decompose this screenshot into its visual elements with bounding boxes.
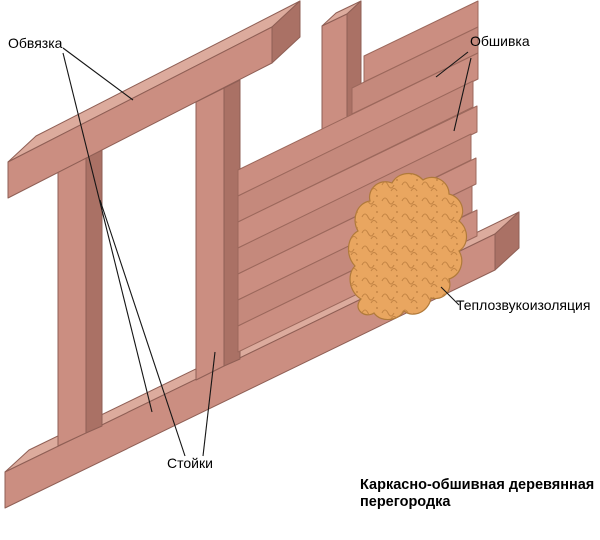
sheathing-board [237, 80, 474, 223]
sheathing-board [237, 52, 479, 197]
sheathing-leader-line-bottom [453, 57, 472, 132]
framing-leader-line-top [62, 47, 134, 101]
left-stud-side-face [85, 149, 103, 434]
top-plate-top-face [7, 0, 301, 163]
left-stud [57, 149, 103, 447]
diagram-caption: Каркасно-обшивная деревянная перегородка [360, 477, 594, 511]
middle-stud-front-face [195, 87, 225, 381]
framing-leader-line-bottom [62, 52, 153, 413]
sheathing-board [237, 105, 478, 249]
insulation-leader-line [440, 286, 460, 306]
label-insulation: Теплозвукоизоляция [456, 297, 591, 313]
top-plate [7, 0, 301, 199]
label-sheathing: Обшивка [470, 33, 530, 49]
studs-leader-line-right [202, 351, 216, 457]
insulation-texture [348, 173, 467, 320]
sheathing-leader-line-top [435, 51, 469, 78]
caption-line-1: Каркасно-обшивная деревянная [360, 477, 595, 493]
caption-line-2: перегородка [360, 494, 451, 510]
middle-stud [195, 79, 241, 381]
leader-lines [62, 47, 472, 457]
insulation [348, 173, 468, 321]
label-framing: Обвязка [8, 35, 63, 51]
studs-leader-line-left [99, 199, 186, 457]
label-studs: Стойки [167, 455, 213, 471]
top-plate-front-face [7, 26, 273, 199]
left-stud-front-face [57, 157, 87, 447]
